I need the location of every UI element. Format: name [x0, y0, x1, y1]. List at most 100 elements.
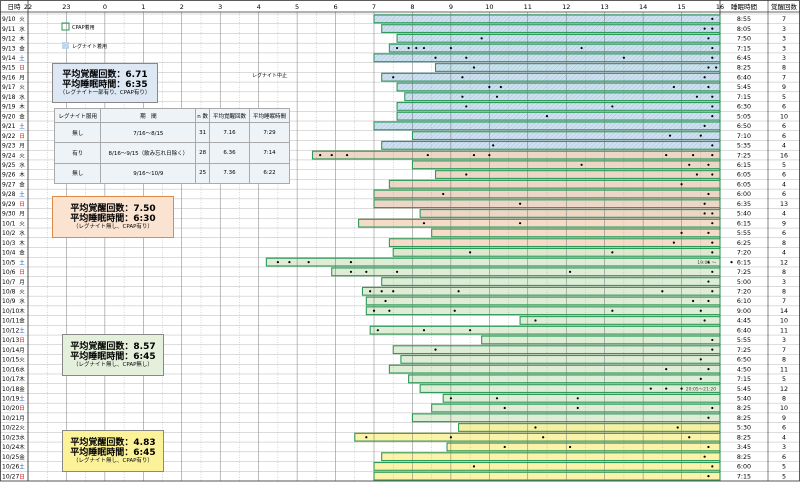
- row-sleep-time: 6:00: [737, 191, 751, 198]
- row-weekday: 火: [19, 153, 25, 159]
- wake-dot: [576, 406, 579, 410]
- period-band-2: [481, 335, 720, 345]
- summary-line-3: （レグナイト無し、CPAP有り）: [73, 224, 153, 231]
- row-sleep-time: 5:55: [737, 230, 751, 237]
- hour-tick-label: 22: [24, 3, 32, 11]
- row-date: 10/19: [2, 396, 19, 403]
- hour-tick-label: 1: [141, 3, 145, 11]
- row-weekday: 火: [19, 17, 25, 23]
- cell: 25: [195, 162, 211, 185]
- wake-dot: [580, 163, 583, 166]
- period-band-2: [393, 247, 720, 258]
- hour-tick-label: 16: [716, 3, 724, 11]
- summary-line-3: （レグナイト一部有り、CPAP有り）: [59, 90, 151, 97]
- wake-dot: [434, 348, 437, 351]
- table-row: 無し 9/16～10/9 25 7.36 6:22: [53, 162, 290, 185]
- sleep-bar: [388, 179, 721, 189]
- wake-dot: [699, 309, 702, 312]
- wake-dot: [703, 319, 706, 322]
- sleep-bar: [419, 384, 721, 393]
- row-sleep-time: 5:45: [737, 386, 751, 393]
- sleep-bar: [369, 325, 721, 335]
- row-sleep-time: 6:15: [737, 220, 751, 227]
- row-date: 10/24: [2, 444, 19, 451]
- wake-dot: [465, 56, 468, 59]
- row-wake-count: 5: [782, 473, 786, 480]
- row-weekday: 日: [19, 405, 25, 412]
- wake-dot: [276, 260, 279, 264]
- row-wake-count: 11: [780, 366, 788, 373]
- row-wake-count: 6: [782, 191, 786, 198]
- cell: 7/16～8/15: [100, 121, 197, 144]
- hour-tick-label: 14: [639, 3, 647, 11]
- period-band-2: [400, 354, 720, 365]
- row-wake-count: 7: [782, 74, 786, 81]
- row-wake-count: 9: [782, 84, 786, 91]
- header-wakes: 覚醒回数: [771, 2, 798, 11]
- sleep-bar: [434, 170, 721, 179]
- row-sleep-time: 8:25: [737, 454, 751, 461]
- sleep-bar: [381, 277, 721, 286]
- sleep-bar: [381, 72, 721, 82]
- period-band-2: [370, 325, 720, 336]
- header-sleep: 睡眠時間: [731, 3, 757, 11]
- note-1018: 20:05～21:20: [686, 387, 717, 393]
- legend-cpap-swatch: [61, 22, 70, 31]
- period-band-1: [312, 150, 720, 160]
- row-date: 10/17: [2, 376, 19, 383]
- wake-dot: [384, 299, 387, 303]
- row-weekday: 金: [19, 180, 25, 188]
- period-band-1: [374, 189, 720, 199]
- row-wake-count: 5: [782, 464, 786, 471]
- period-band-2: [362, 286, 720, 297]
- wake-dot: [699, 358, 702, 361]
- period-hatch-0: [397, 33, 720, 44]
- row-sleep-time: 7:25: [737, 347, 751, 354]
- wake-dot: [503, 406, 506, 410]
- summary-line-2: 平均睡眠時間：6:45: [70, 351, 156, 362]
- row-wake-count: 3: [782, 337, 786, 344]
- wake-dot: [672, 241, 675, 244]
- row-wake-count: 7: [782, 298, 786, 305]
- wake-dot: [469, 251, 472, 254]
- row-date: 9/23: [2, 143, 16, 150]
- row-weekday: 土: [19, 190, 25, 198]
- lagnite-stop-note: レグナイト中止: [252, 73, 288, 79]
- hour-tick-label: 0: [103, 3, 107, 11]
- row-wake-count: 7: [782, 347, 786, 354]
- wake-dot: [518, 222, 522, 225]
- row-sleep-time: 5:55: [737, 337, 751, 344]
- sleep-bar: [419, 209, 721, 218]
- sleep-bar: [404, 92, 721, 102]
- sleep-bar: [396, 33, 721, 43]
- row-weekday: 月: [19, 415, 25, 422]
- wake-dot: [415, 46, 418, 50]
- wake-dot: [388, 309, 391, 312]
- wake-dot: [707, 368, 710, 371]
- row-date: 10/10: [2, 308, 19, 315]
- wake-dot: [472, 153, 476, 157]
- row-wake-count: 4: [782, 181, 786, 188]
- wake-dot: [434, 56, 437, 59]
- wake-dot: [465, 173, 468, 176]
- wake-dot: [711, 212, 714, 215]
- wake-dot: [319, 153, 322, 157]
- hour-tick-label: 12: [562, 3, 570, 11]
- cell: 有り: [53, 142, 102, 164]
- wake-dot: [545, 115, 549, 118]
- period-band-1: [389, 179, 720, 190]
- wake-dot: [449, 397, 452, 400]
- period-band-2: [393, 344, 720, 355]
- sleep-bar: [442, 393, 721, 403]
- sleep-bar: [458, 423, 721, 432]
- row-sleep-time: 7:20: [737, 250, 751, 257]
- wake-dot: [392, 290, 395, 293]
- period-band-2: [408, 373, 720, 384]
- row-date: 9/21: [2, 123, 16, 130]
- wake-dot: [711, 56, 714, 59]
- row-date: 9/12: [2, 36, 16, 43]
- wake-dot: [376, 329, 379, 332]
- period-band-3: [381, 451, 720, 462]
- row-date: 9/29: [2, 201, 16, 208]
- wake-dot: [453, 309, 456, 312]
